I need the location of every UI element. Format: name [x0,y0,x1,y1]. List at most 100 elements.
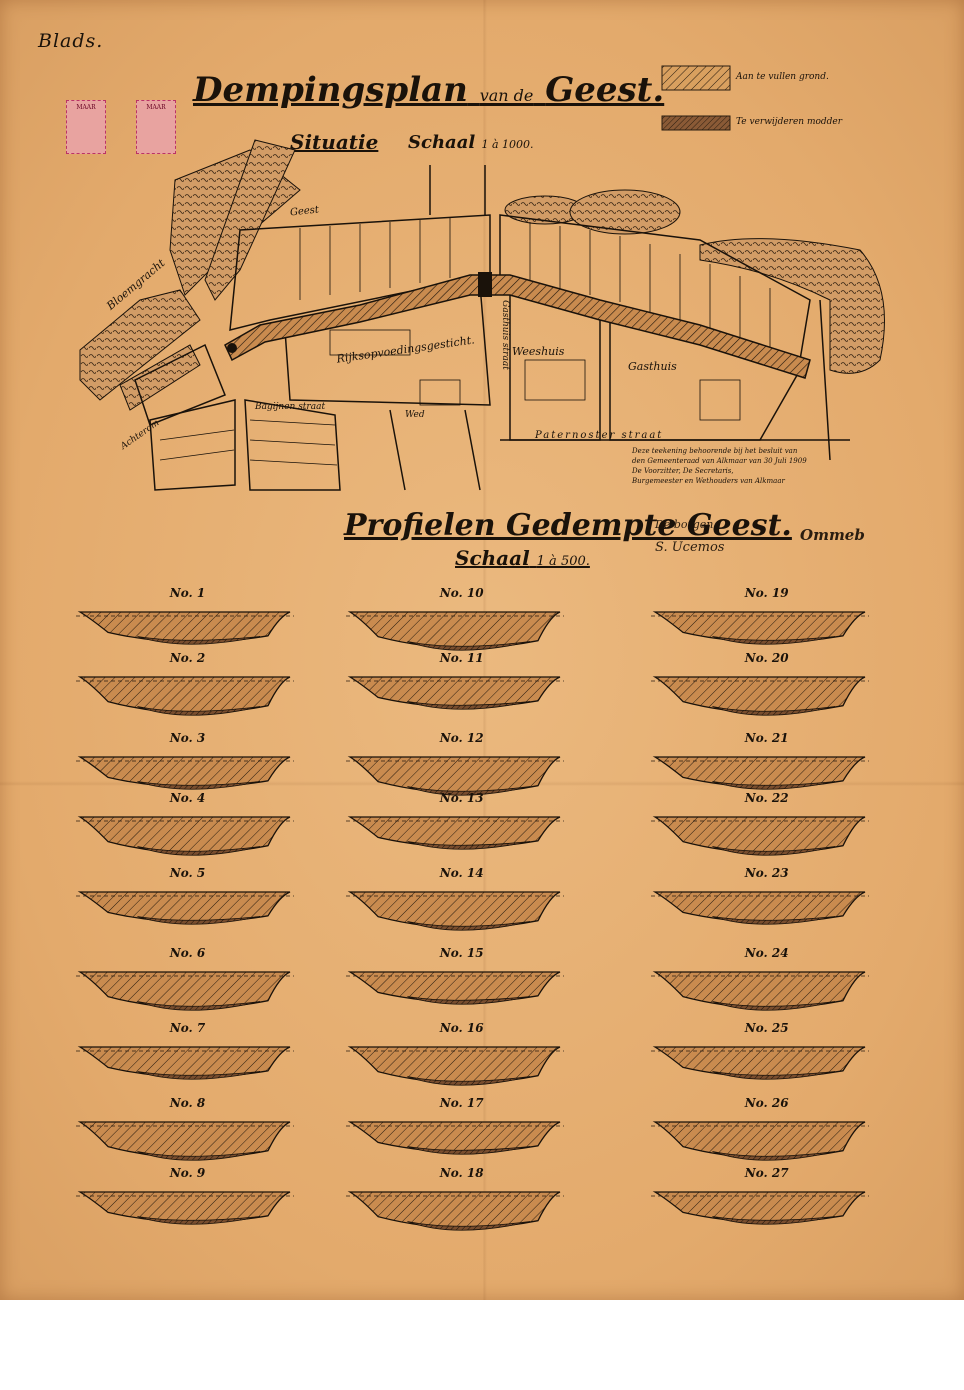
profile-section-12 [347,756,561,794]
profile-section-1 [77,611,291,643]
annotation-line-2: den Gemeenteraad van Alkmaar van 30 Juli… [632,457,807,465]
situation-map [79,139,885,491]
profile-section-3 [77,756,291,788]
profile-label-22: No. 22 [744,791,789,805]
profile-mud-2 [137,706,261,716]
profile-mud-14 [407,921,531,931]
profile-mud-3 [137,781,261,790]
profile-mud-7 [137,1071,261,1080]
bridge [478,272,492,297]
profile-mud-8 [137,1151,261,1161]
profile-section-18 [347,1191,561,1229]
profile-label-24: No. 24 [744,946,789,960]
profile-label-27: No. 27 [744,1166,789,1180]
profile-section-16 [347,1046,561,1084]
profile-mud-9 [137,1216,261,1225]
annotation-line-1: Deze teekening behoorende bij het beslui… [632,447,798,455]
profile-section-13 [347,816,561,848]
profile-section-7 [77,1046,291,1078]
park-north-east-2 [569,189,681,235]
profile-section-20 [652,676,866,714]
profile-label-14: No. 14 [439,866,484,880]
block-west [134,343,226,426]
profile-label-7: No. 7 [169,1021,206,1035]
profile-label-10: No. 10 [439,586,484,600]
profile-mud-21 [712,781,836,790]
profile-mud-13 [407,841,531,850]
profile-mud-16 [407,1076,531,1086]
profile-mud-24 [712,1001,836,1011]
profile-section-25 [652,1046,866,1078]
profile-section-22 [652,816,866,854]
profile-label-4: No. 4 [169,791,206,805]
block-north-east [499,214,811,361]
sheet-label: Blads. [38,30,104,52]
profile-section-14 [347,891,561,929]
profile-label-20: No. 20 [744,651,789,665]
profile-mud-15 [407,996,531,1005]
profiles-drawing [76,611,869,1231]
profile-mud-19 [712,636,836,645]
profile-label-23: No. 23 [744,866,789,880]
profile-label-8: No. 8 [169,1096,206,1110]
profile-label-1: No. 1 [169,586,206,600]
profile-section-19 [652,611,866,643]
profile-section-27 [652,1191,866,1223]
profile-mud-4 [137,846,261,856]
profile-label-15: No. 15 [439,946,484,960]
street-line-east [819,299,831,461]
profiles-scale: Schaal 1 à 500. [455,546,590,570]
legend-label-mud: Te verwijderen modder [736,117,843,127]
profile-mud-5 [137,916,261,925]
profile-section-8 [77,1121,291,1159]
profile-label-19: No. 19 [744,586,789,600]
map-label-pater-noster: Paternoster straat [535,430,664,441]
profile-mud-1 [137,636,261,645]
profiles-scale-word: Schaal [455,546,530,570]
profiles-scale-value: 1 à 500. [536,554,590,569]
profile-label-16: No. 16 [439,1021,484,1035]
park-north-west-2 [204,139,296,301]
map-label-bagijnen: Bagijnen straat [255,402,326,412]
profile-mud-27 [712,1216,836,1225]
profile-mud-6 [137,1001,261,1011]
map-sheet: Blads. MAAR MAAR Dempingsplan van de Gee… [0,0,964,1300]
map-label-weeshuis: Weeshuis [512,345,565,358]
profile-section-9 [77,1191,291,1223]
profile-label-9: No. 9 [169,1166,206,1180]
profile-label-2: No. 2 [169,651,206,665]
profile-mud-25 [712,1071,836,1080]
profile-mud-17 [407,1146,531,1155]
annotation-block: Deze teekening behoorende bij het beslui… [632,446,807,486]
profile-label-12: No. 12 [439,731,484,745]
parcel-lines [159,218,771,466]
profile-mud-26 [712,1151,836,1161]
profile-section-6 [77,971,291,1009]
profile-section-4 [77,816,291,854]
profile-mud-22 [712,846,836,856]
profile-section-10 [347,611,561,649]
revenue-stamp-2: MAAR [136,100,176,154]
profile-section-17 [347,1121,561,1153]
annotation-line-3: De Voorzitter, De Secretaris, [632,467,734,475]
junction [227,343,237,353]
situatie-label: Situatie [290,130,379,154]
title-main: Dempingsplan [193,70,468,110]
situatie-scale: Schaal 1 à 1000. [408,132,534,153]
profile-label-17: No. 17 [439,1096,484,1110]
signature-3: Ommeb [800,526,865,544]
profile-label-18: No. 18 [439,1166,484,1180]
title-name: Geest. [545,70,665,110]
profile-mud-10 [407,641,531,651]
street-line-wed-b [464,409,481,491]
profile-mud-12 [407,786,531,796]
park-east [699,238,885,374]
profile-label-25: No. 25 [744,1021,789,1035]
map-label-gasthuis: Gasthuis [628,360,677,373]
profiles-title: Profielen Gedempte Geest. [344,508,792,543]
profile-mud-23 [712,916,836,925]
profile-label-21: No. 21 [744,731,789,745]
profile-label-6: No. 6 [169,946,206,960]
signature-1: De borgen, [655,518,717,531]
map-label-wed: Wed [405,410,425,420]
